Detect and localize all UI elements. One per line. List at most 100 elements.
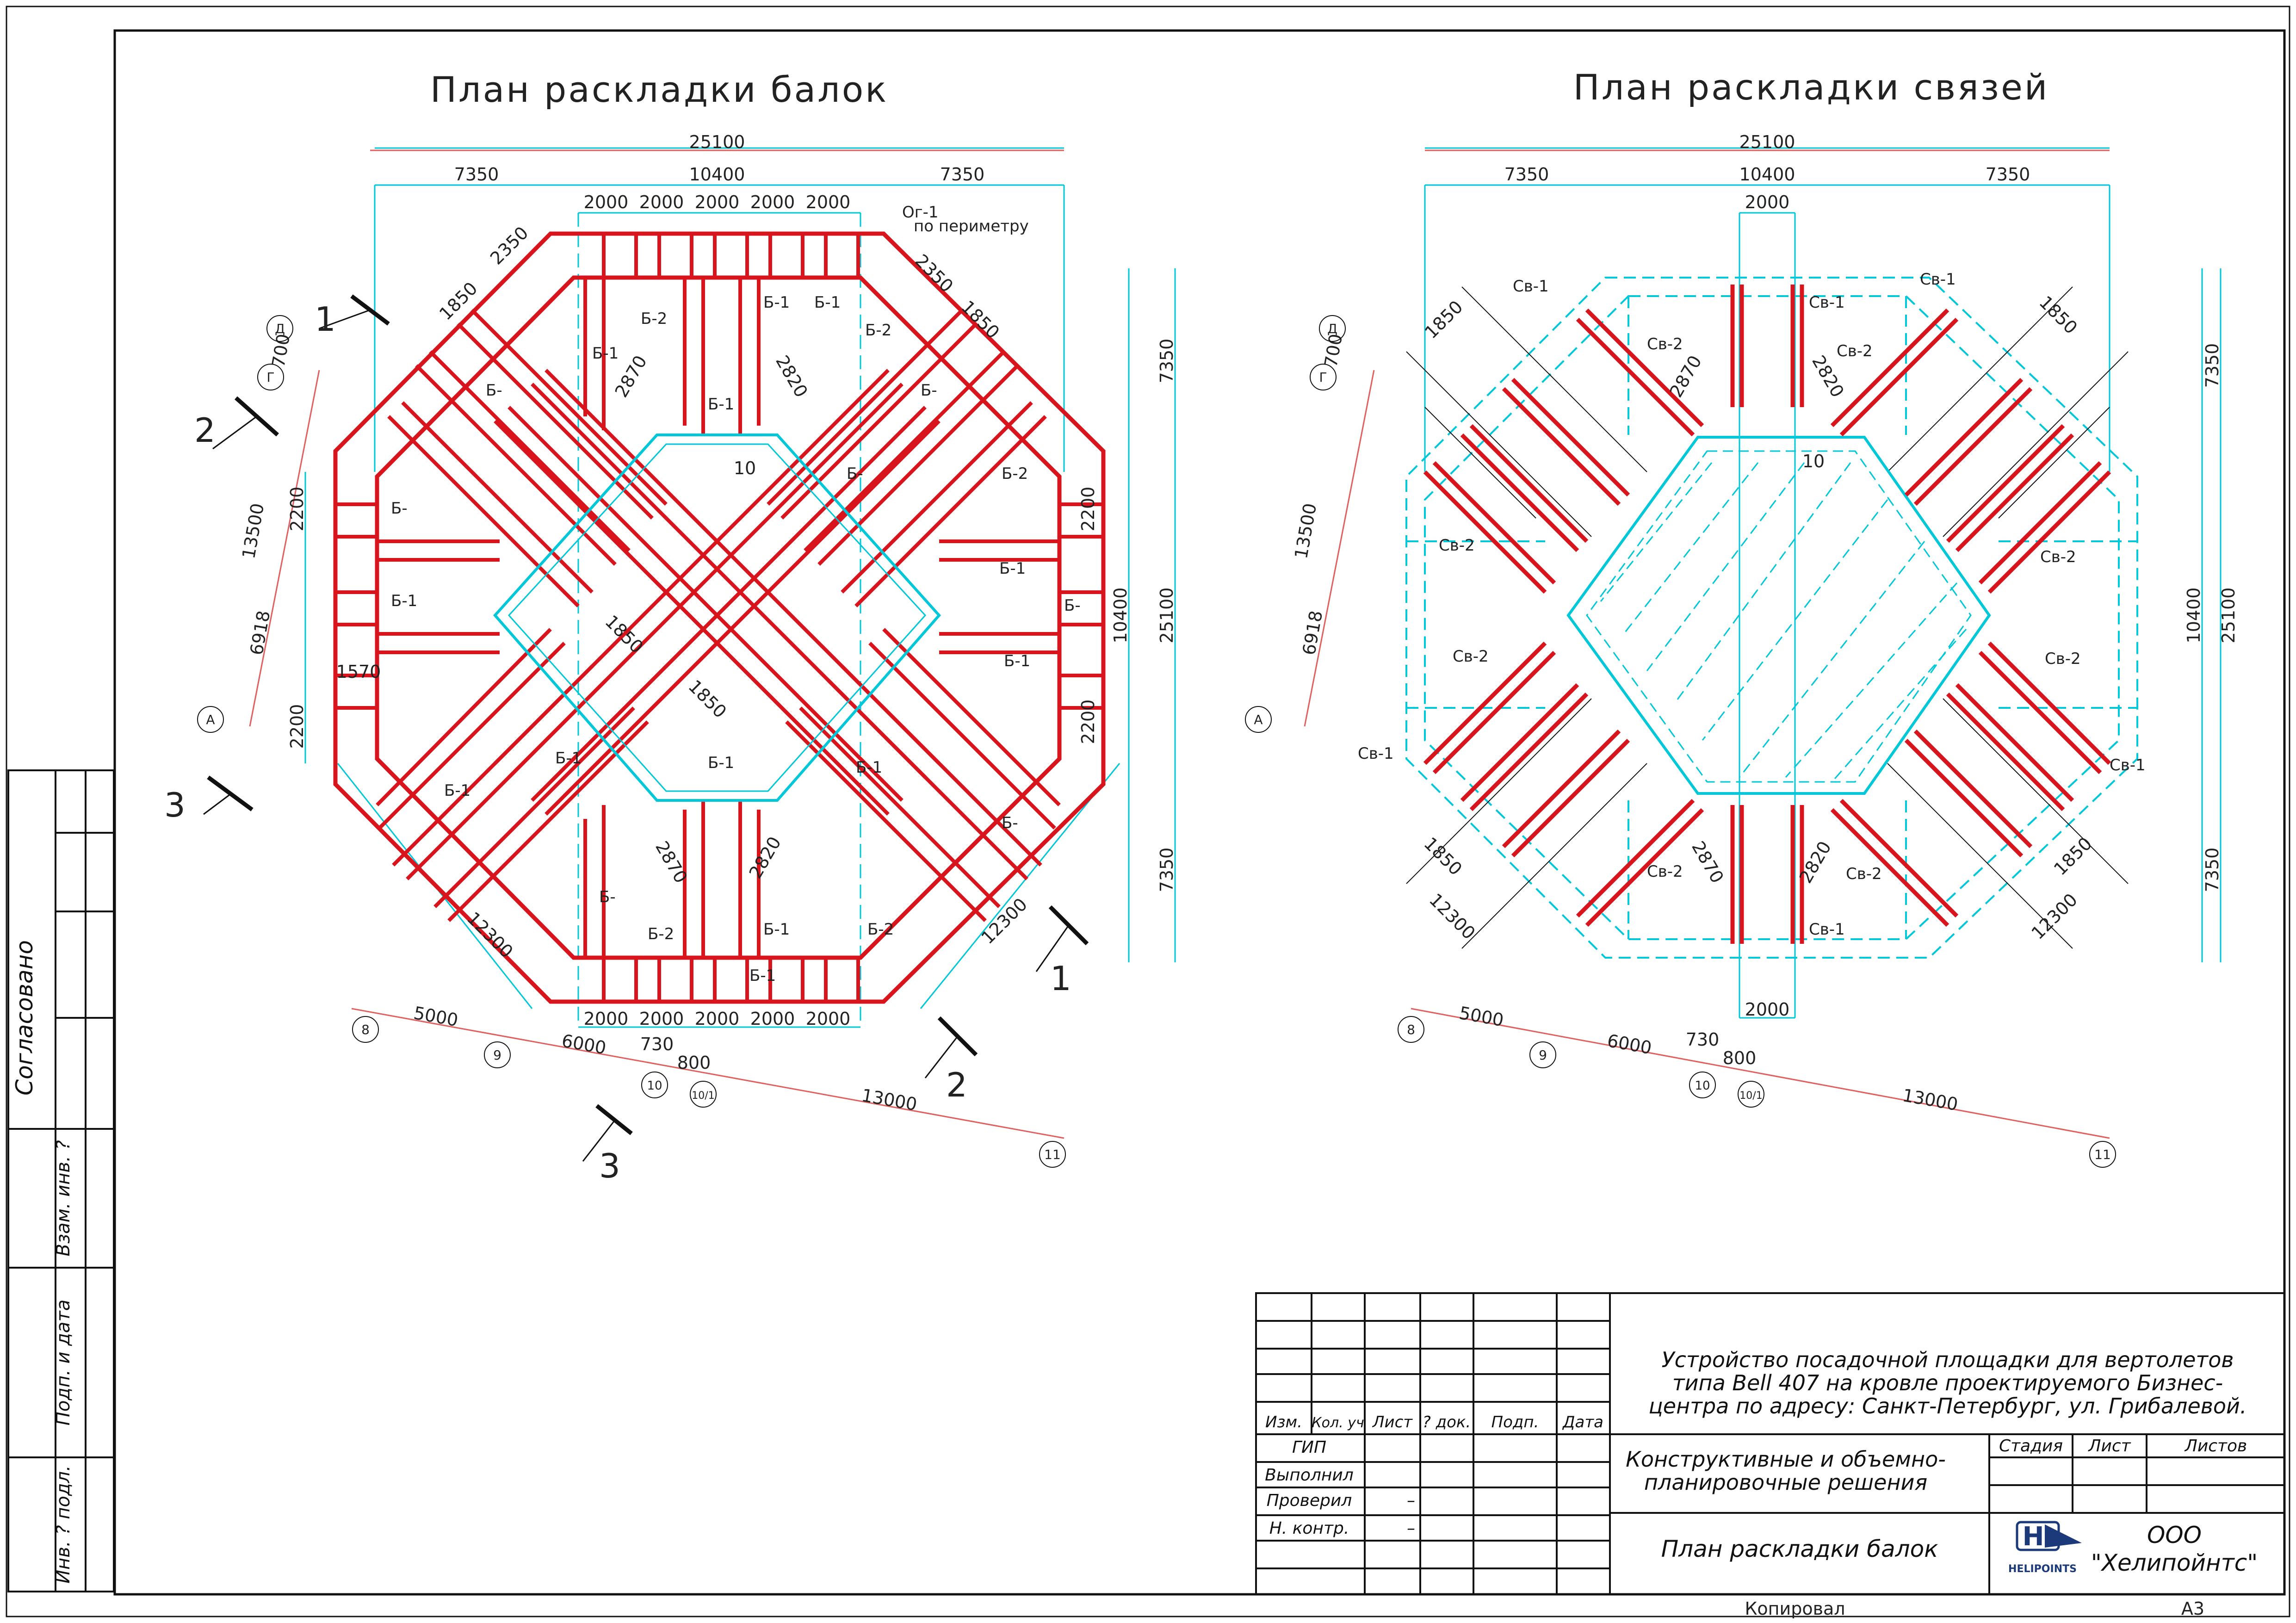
left-section-mark-3a: 3	[164, 786, 186, 824]
left-bshort-e: Б-	[1064, 596, 1081, 615]
right-axis-bubble-9: 9	[1539, 1047, 1547, 1063]
left-bshort-a: Б-	[486, 381, 502, 400]
col-list: Лист	[1372, 1413, 1413, 1431]
right-dim-bay-bottom: 2000	[1745, 999, 1790, 1020]
section-line-2: планировочные решения	[1644, 1470, 1927, 1495]
left-axis-6000: 6000	[560, 1030, 608, 1058]
left-bay-b2: 2000	[639, 1009, 684, 1029]
left-b1-d: Б-1	[708, 395, 734, 414]
left-dim-overall: 25100	[689, 132, 745, 152]
left-b2-b: Б-2	[865, 321, 891, 340]
left-dim-diag-a1: 1850	[435, 278, 482, 324]
stage-col: Стадия	[1999, 1437, 2063, 1456]
left-section-mark-2b: 2	[946, 1065, 967, 1104]
left-dim-v-side-b: 7350	[1157, 848, 1177, 892]
margin-inv-podl: Инв. ? подл.	[53, 1465, 74, 1584]
left-b1-f: Б-1	[999, 559, 1026, 578]
right-sv2-g: Св-2	[1647, 862, 1683, 881]
right-dim-diag-len-a: 12300	[1425, 890, 1479, 944]
role-gip: ГИП	[1292, 1438, 1326, 1457]
left-bay-4: 2000	[750, 192, 795, 212]
right-axis-5000: 5000	[1458, 1003, 1505, 1030]
right-dim-v-overall: 25100	[2218, 588, 2239, 644]
right-sv1-d: Св-1	[1358, 744, 1394, 763]
right-axis-bubble-8: 8	[1407, 1022, 1415, 1037]
footer-copied: Копировал	[1745, 1598, 1845, 1619]
company-line-1: ООО	[2147, 1522, 2202, 1549]
right-axis-bubble-10: 10	[1695, 1079, 1710, 1093]
right-dim-bay-top: 2000	[1745, 192, 1790, 212]
drawing-name: План раскладки балок	[1661, 1536, 1938, 1562]
right-dim-depth-a: 2870	[1666, 352, 1706, 401]
right-dim-v-side-a: 7350	[2202, 343, 2222, 388]
left-bshort-f: Б-	[1002, 814, 1018, 832]
right-axis-700: 700	[1320, 332, 1346, 369]
left-b1-i: Б-1	[444, 781, 470, 800]
right-axis-800: 800	[1723, 1048, 1757, 1068]
right-dim-v-middle: 10400	[2184, 588, 2204, 644]
right-sv2-h: Св-2	[1846, 865, 1882, 883]
col-izm: Изм.	[1265, 1413, 1302, 1431]
right-axis-bubble-a: А	[1254, 712, 1262, 727]
left-dim-side-b: 7350	[940, 164, 985, 185]
left-axis-bubble-a: А	[206, 712, 215, 727]
left-dim-v-middle: 10400	[1110, 588, 1131, 644]
helipoints-logo: H HELIPOINTS	[2008, 1521, 2082, 1575]
left-bshort-d: Б-	[391, 499, 408, 518]
project-line-1: Устройство посадочной площадки для верто…	[1662, 1347, 2234, 1372]
left-b1-j: Б-1	[708, 754, 734, 772]
left-dim-middle: 10400	[689, 164, 745, 185]
left-axis-13000: 13000	[860, 1085, 919, 1115]
left-bay-2: 2000	[639, 192, 684, 212]
left-bshort-c: Б-	[847, 465, 863, 483]
left-b1-c: Б-1	[814, 293, 841, 312]
right-sv2-c: Св-2	[1439, 536, 1475, 555]
left-dim-depth2-b: 2820	[745, 833, 785, 882]
left-axis-6918: 6918	[246, 609, 274, 657]
left-bay-b1: 2000	[584, 1009, 629, 1029]
left-b1-b: Б-1	[763, 293, 790, 312]
left-axis-bubble-g: Г	[266, 370, 274, 385]
left-section-mark-3b: 3	[599, 1146, 620, 1185]
left-axis-bubble-10-1: 10/1	[692, 1090, 714, 1102]
left-axis-5000: 5000	[412, 1003, 460, 1030]
left-dim-h2200-l2: 2200	[287, 704, 307, 749]
footer-format: А3	[2181, 1598, 2204, 1619]
left-axis-bubble-9: 9	[493, 1047, 501, 1063]
beam-layout-plan: 25100 7350 10400 7350 2000 2000 2000 200…	[164, 132, 1177, 1185]
right-sv1-c: Св-1	[1920, 270, 1956, 289]
left-axis-700: 700	[268, 332, 294, 369]
left-bshort-b: Б-	[921, 381, 937, 400]
left-b1-m: Б-1	[749, 966, 776, 985]
right-dim-overall: 25100	[1739, 132, 1795, 152]
outer-frame	[6, 6, 2290, 1617]
col-kol-uch: Кол. уч	[1312, 1415, 1364, 1431]
col-podp: Подп.	[1491, 1413, 1539, 1431]
left-bshort-g: Б-	[599, 888, 616, 906]
right-sv1-e: Св-1	[2110, 756, 2146, 774]
right-dim-depth-b: 2870	[1688, 838, 1727, 887]
right-dim-diag-len-b: 12300	[2028, 890, 2082, 944]
right-sv2-b: Св-2	[1837, 342, 1873, 360]
approval-margin: Согласовано Взам. инв. ? Подп. и дата Ин…	[7, 769, 115, 1592]
left-og1-note: по периметру	[914, 217, 1029, 235]
left-slope: 10	[734, 458, 756, 478]
margin-inv-vzam: Взам. инв. ?	[53, 1140, 74, 1256]
right-sv2-f: Св-2	[2045, 650, 2081, 668]
left-section-mark-1a: 1	[315, 300, 336, 339]
role-n-kontr: Н. контр.	[1269, 1519, 1349, 1538]
right-axis-13000: 13000	[1901, 1085, 1960, 1115]
left-axis-bubble-11: 11	[1044, 1147, 1061, 1162]
right-dim-middle: 10400	[1739, 164, 1795, 185]
right-axis-730: 730	[1686, 1029, 1720, 1050]
left-bay-5: 2000	[806, 192, 851, 212]
role-proveril: Проверил	[1267, 1491, 1352, 1510]
right-axis-bubble-10-1: 10/1	[1739, 1090, 1762, 1102]
left-axis-800: 800	[677, 1053, 711, 1073]
left-dim-v-side-a: 7350	[1157, 339, 1177, 384]
role-vypolnil: Выполнил	[1265, 1466, 1354, 1485]
left-dim-side-a: 7350	[454, 164, 499, 185]
left-b1-l: Б-1	[763, 920, 790, 939]
right-plan-title: План раскладки связей	[1573, 67, 2049, 108]
